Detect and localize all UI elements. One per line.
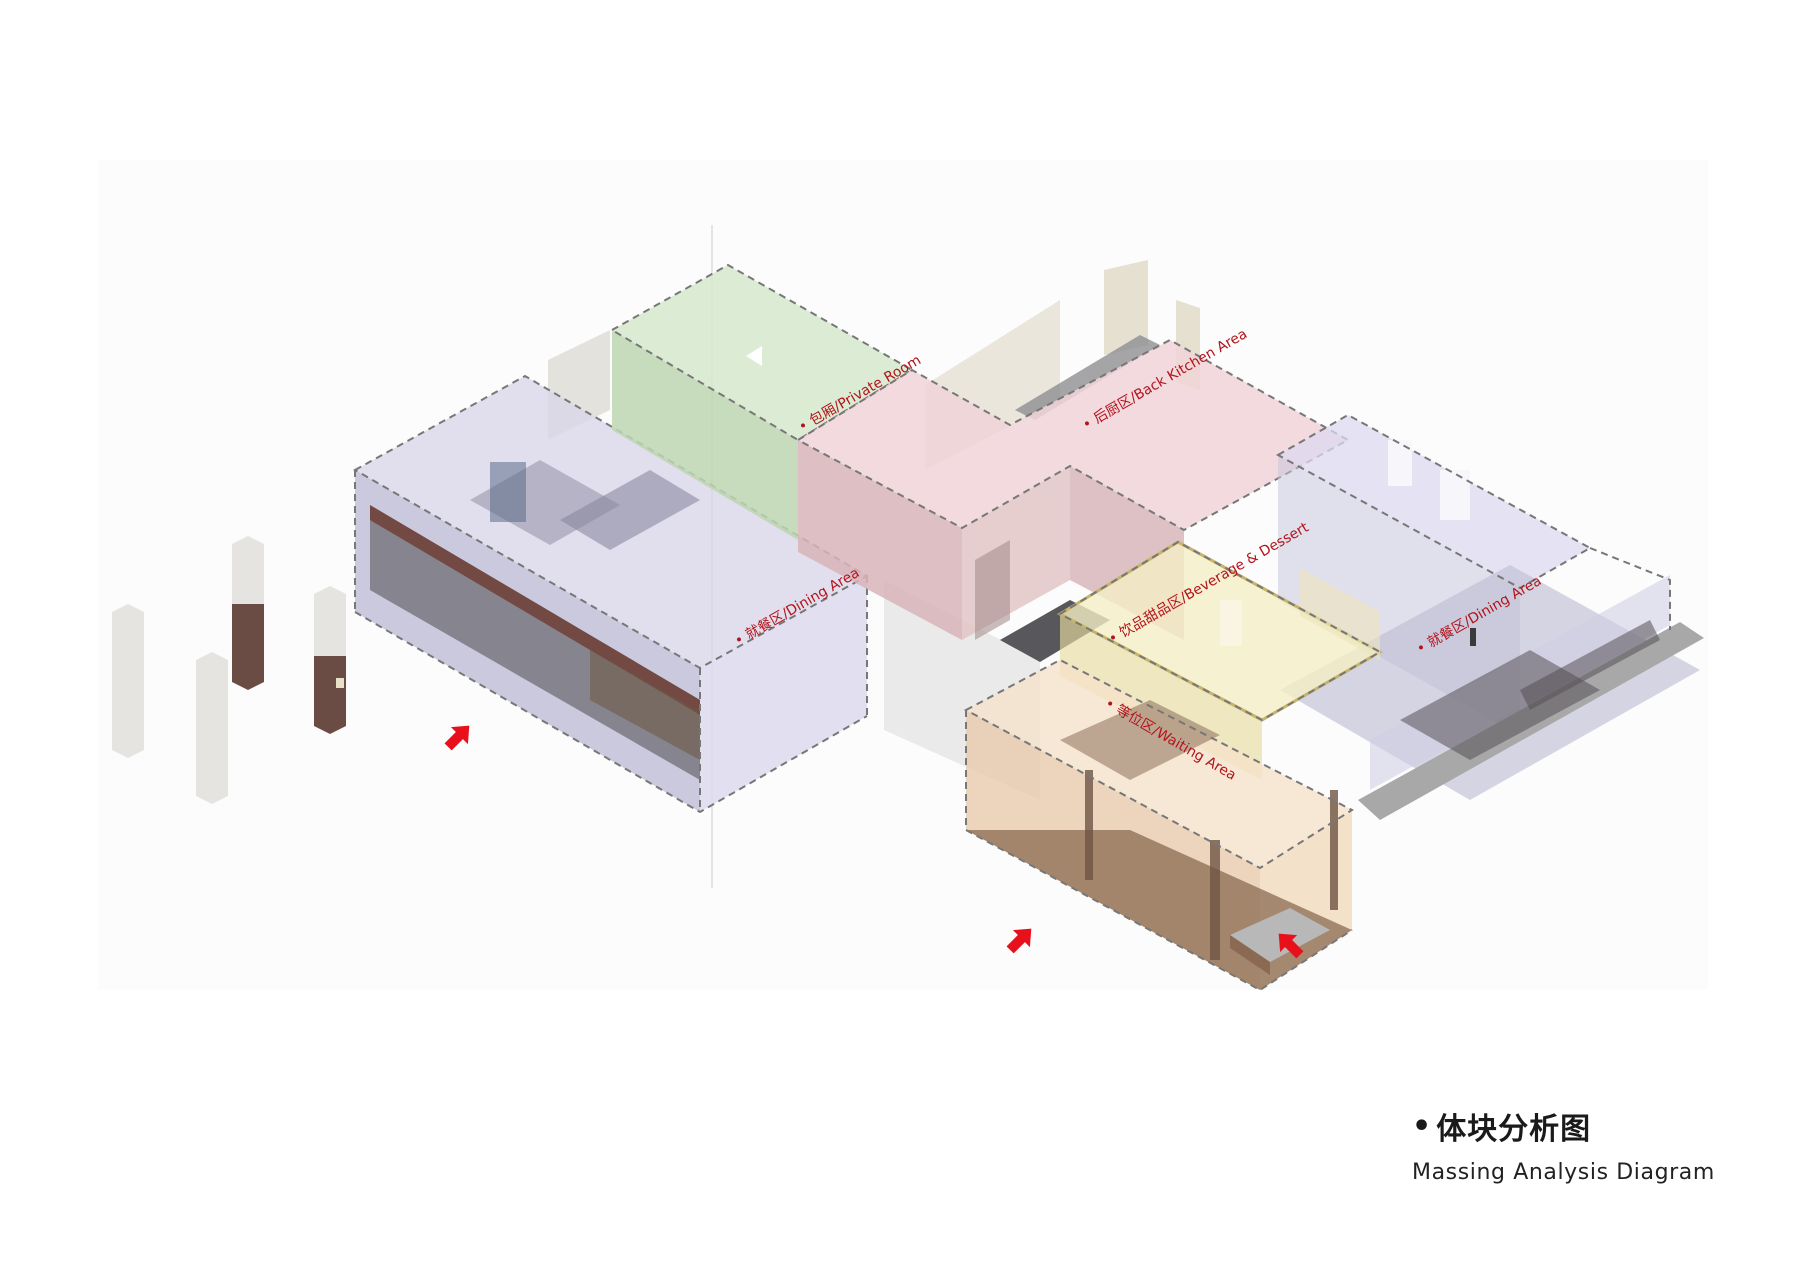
caption-title-zh: • 体块分析图 xyxy=(1412,1104,1715,1148)
column xyxy=(314,586,346,660)
caption-bullet: • xyxy=(1412,1108,1433,1144)
caption-title-zh-text: 体块分析图 xyxy=(1436,1112,1592,1147)
column xyxy=(232,536,264,608)
column xyxy=(196,652,228,804)
entry-arrow-icon xyxy=(444,725,470,751)
dining-block-left xyxy=(352,374,870,814)
dining-left-side xyxy=(700,576,867,812)
column-plaque xyxy=(336,678,344,688)
back-kitchen-front xyxy=(798,440,962,640)
waiting-block xyxy=(963,658,1355,992)
column xyxy=(314,656,346,734)
column xyxy=(232,604,264,690)
private-room-front xyxy=(612,330,798,540)
entry-arrow-icon xyxy=(1006,928,1032,954)
dining-block-right xyxy=(1275,413,1704,820)
back-kitchen-top xyxy=(798,340,1348,530)
caption-title-en: Massing Analysis Diagram xyxy=(1412,1160,1715,1185)
column xyxy=(112,604,144,758)
freestanding-columns xyxy=(112,536,346,804)
caption: • 体块分析图 Massing Analysis Diagram xyxy=(1412,1104,1715,1186)
entry-arrows xyxy=(444,725,1304,959)
back-kitchen-block xyxy=(795,338,1351,662)
private-room-block xyxy=(609,263,914,540)
dining-right-top xyxy=(1278,415,1590,588)
entry-arrow-icon xyxy=(1278,933,1304,959)
